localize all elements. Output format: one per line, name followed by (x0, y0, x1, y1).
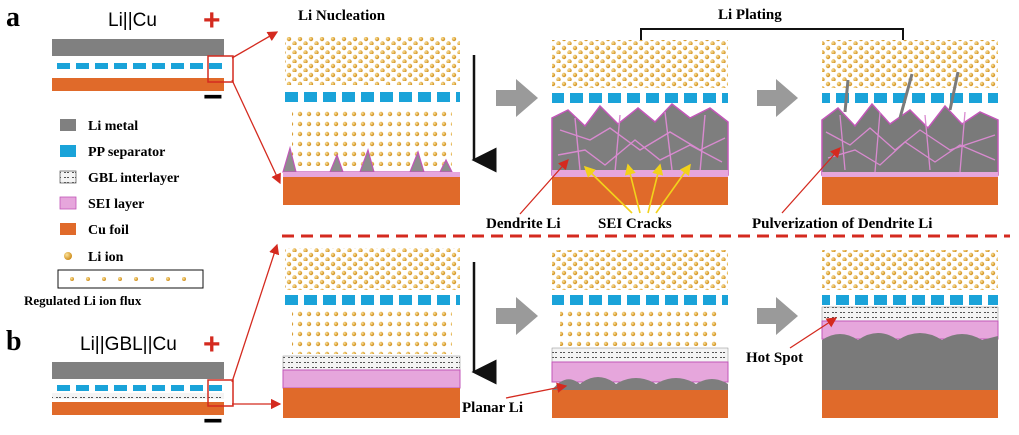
panel-b-letter: b (6, 326, 22, 357)
plating-title: Li Plating (718, 7, 782, 23)
panel-a-letter: a (6, 2, 20, 33)
legend-regulated-flux: Regulated Li ion flux (24, 293, 142, 308)
plating-bracket (640, 28, 904, 40)
pulverization-label: Pulverization of Dendrite Li (752, 216, 932, 232)
legend-li-ion: Li ion (88, 250, 124, 265)
process-arrow-a1 (496, 79, 538, 117)
cell-schematic-b (52, 362, 234, 415)
legend-li-metal: Li metal (88, 119, 138, 134)
legend-gbl-interlayer: GBL interlayer (88, 171, 179, 186)
dendrite-li-label: Dendrite Li (486, 216, 561, 232)
nucleation-title: Li Nucleation (298, 8, 386, 24)
planar-cell-b (551, 250, 729, 418)
panel-b-plus: + (203, 328, 221, 361)
legend: Li metal PP separator GBL interlayer SEI… (24, 119, 204, 308)
panel-a-minus: − (203, 78, 223, 116)
sei-cracks-label: SEI Cracks (598, 216, 672, 232)
panel-b-cell-label: Li||GBL||Cu (80, 334, 177, 355)
process-arrow-a2 (757, 79, 798, 117)
legend-cu-foil: Cu foil (88, 223, 129, 238)
panel-a-cell-label: Li||Cu (108, 10, 157, 31)
zoom-box-a (207, 55, 234, 83)
panel-b-minus: − (203, 402, 223, 435)
hot-spot-cell-b (821, 250, 999, 418)
cell-schematic-a (52, 39, 234, 91)
pulverized-cell-a (821, 40, 999, 205)
zoom-box-b (207, 379, 234, 407)
hot-spot-label: Hot Spot (746, 350, 803, 366)
panel-a-plus: + (203, 4, 221, 37)
dendrite-cell-a (551, 40, 729, 205)
legend-pp-separator: PP separator (88, 145, 165, 160)
nucleation-cell-a (282, 37, 460, 205)
nucleation-cell-b (282, 248, 461, 418)
process-arrow-b2 (757, 297, 798, 335)
legend-sei-layer: SEI layer (88, 197, 144, 212)
process-arrow-b1 (496, 297, 538, 335)
planar-li-label: Planar Li (462, 400, 523, 416)
